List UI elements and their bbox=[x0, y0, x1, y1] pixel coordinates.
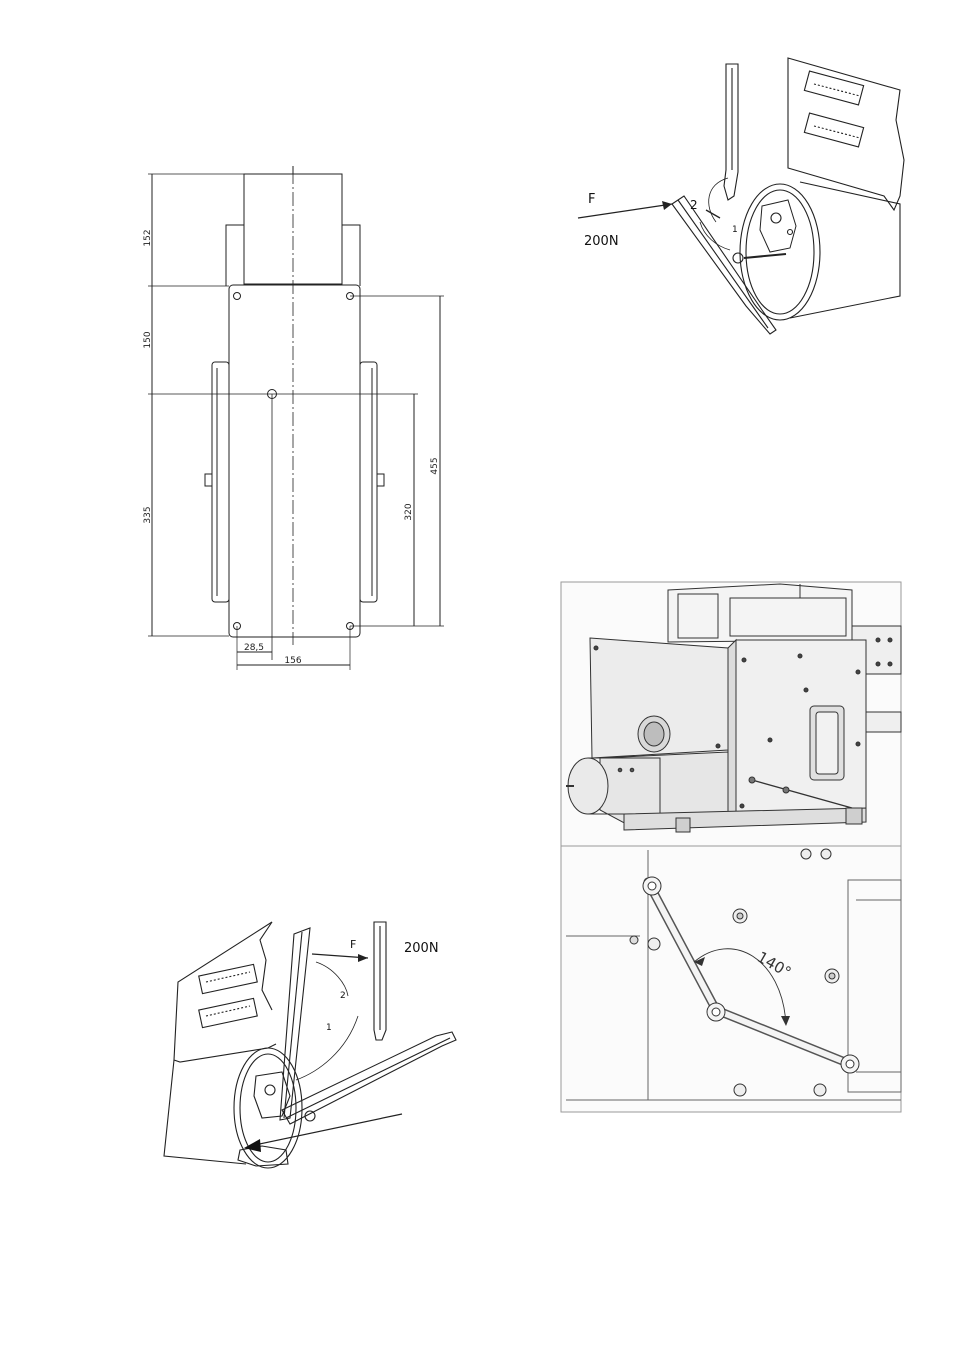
vent-slot bbox=[804, 113, 863, 147]
step-1-label: 1 bbox=[732, 225, 738, 235]
top-view-drawing bbox=[148, 166, 444, 670]
force-value: 200N bbox=[404, 941, 439, 956]
tool-bar bbox=[724, 64, 738, 200]
left-rail bbox=[212, 362, 229, 602]
vent-slot bbox=[199, 998, 258, 1027]
force-value: 200N bbox=[584, 234, 619, 249]
top-view-dimensions: 152 150 335 455 320 28,5 156 bbox=[143, 229, 440, 666]
assembly-figure: 140° bbox=[561, 582, 901, 1112]
vent-slot bbox=[199, 964, 258, 993]
step-2-label: 2 bbox=[340, 991, 346, 1001]
vent-slot bbox=[804, 71, 863, 105]
lever-drawing-top bbox=[578, 58, 904, 334]
force-label: F bbox=[588, 192, 595, 207]
dim-455: 455 bbox=[430, 457, 440, 474]
dim-156: 156 bbox=[284, 656, 301, 666]
base-plate bbox=[229, 285, 360, 637]
right-rail bbox=[360, 362, 377, 602]
dim-150: 150 bbox=[143, 331, 153, 348]
lever-drawing-bottom bbox=[164, 922, 456, 1168]
drum bbox=[740, 184, 820, 320]
step-1-label: 1 bbox=[326, 1023, 332, 1033]
dim-320: 320 bbox=[404, 503, 414, 520]
force-label: F bbox=[350, 938, 356, 951]
dim-152: 152 bbox=[143, 229, 153, 246]
lever-bottom-labels: F 200N 2 1 bbox=[326, 938, 439, 1033]
step-2-label: 2 bbox=[690, 198, 698, 212]
drum bbox=[234, 1048, 302, 1168]
dim-28-5: 28,5 bbox=[244, 643, 264, 653]
dim-335: 335 bbox=[143, 506, 153, 523]
